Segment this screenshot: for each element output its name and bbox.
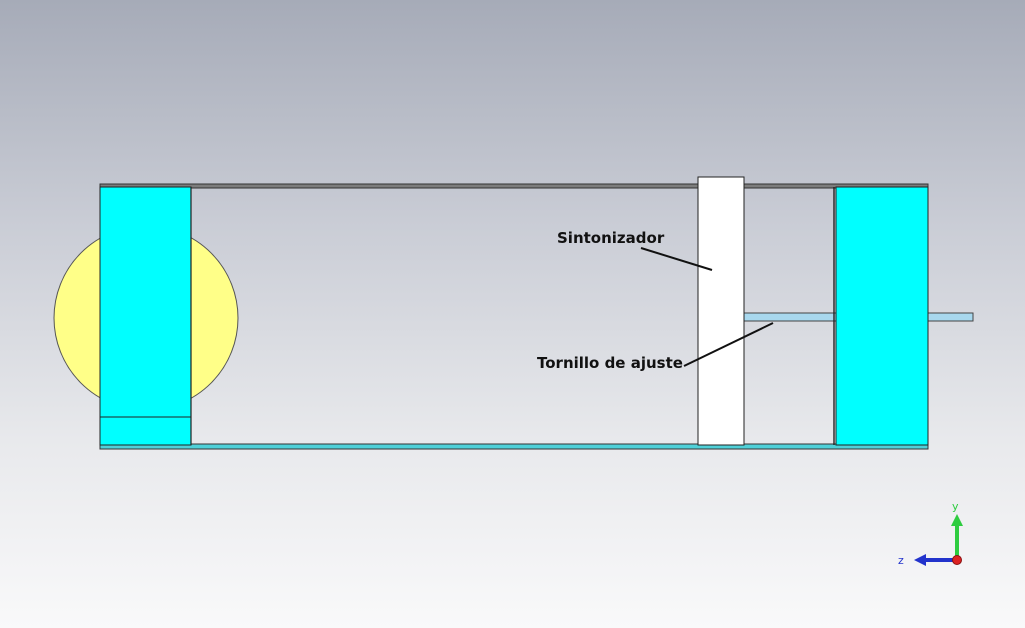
axis-triad: y z xyxy=(898,500,963,567)
left-cyan-block xyxy=(99,186,192,418)
adjust-screw-rod-inner xyxy=(743,312,837,322)
z-axis-label: z xyxy=(898,554,904,567)
tuner-post xyxy=(697,176,745,446)
adjust-screw-leader-line xyxy=(683,322,774,367)
adjust-screw-label: Tornillo de ajuste xyxy=(537,354,683,372)
tuner-label: Sintonizador xyxy=(557,229,665,247)
tuner-leader-line xyxy=(640,247,713,271)
y-axis-label: y xyxy=(952,500,959,513)
cavity-bottom-wall xyxy=(99,443,929,450)
left-cyan-block-base xyxy=(99,416,192,446)
cavity-top-wall xyxy=(99,183,929,189)
x-axis-dot xyxy=(952,555,962,565)
right-cyan-block xyxy=(835,186,929,446)
y-axis-arrowhead xyxy=(951,514,963,526)
z-axis-arrowhead xyxy=(914,554,926,566)
adjust-screw-rod-outer xyxy=(927,312,974,322)
